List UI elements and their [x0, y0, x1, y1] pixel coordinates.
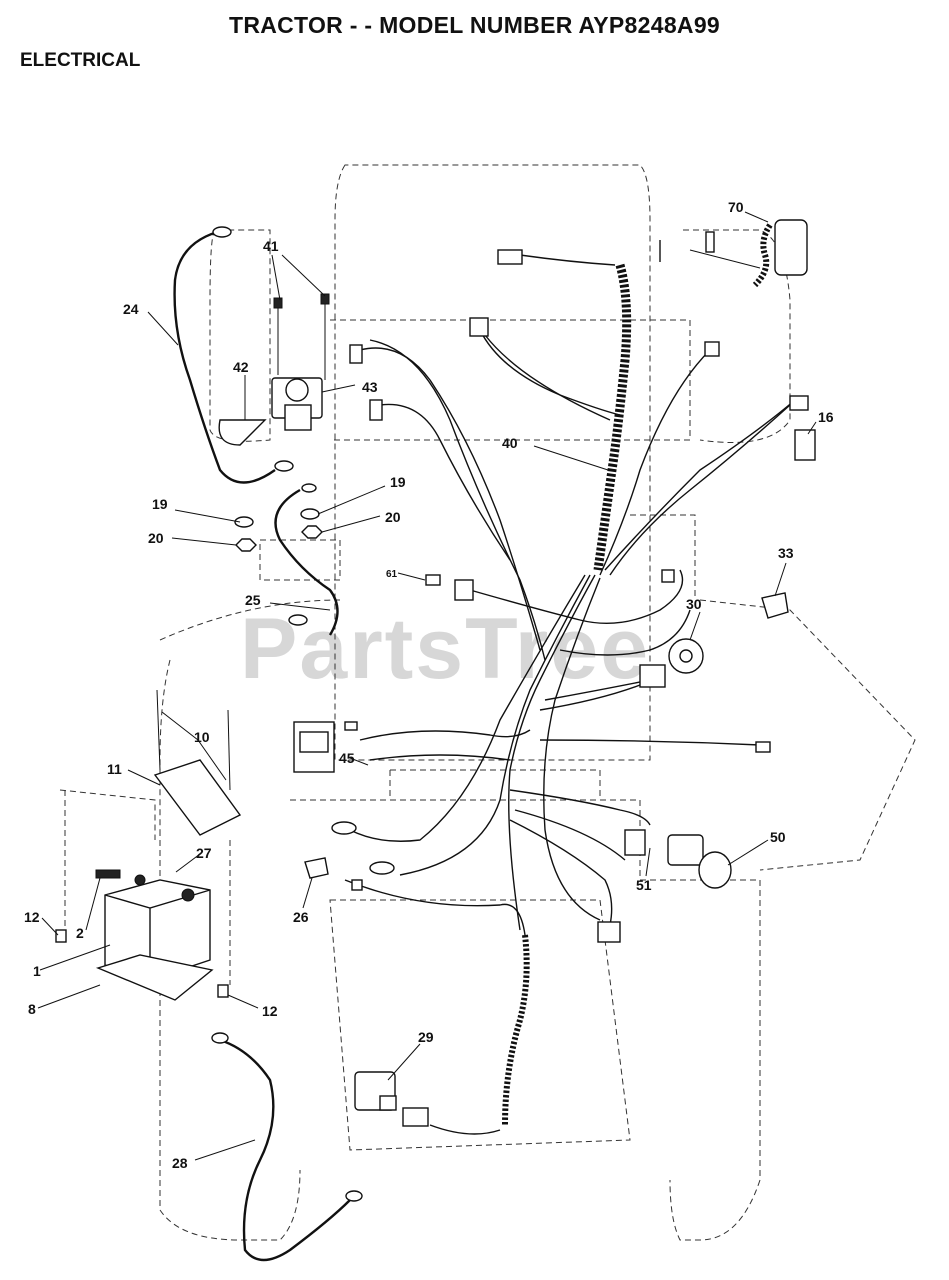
holddown-11: [153, 689, 242, 836]
tractor-outline: [59, 164, 916, 1241]
callout-42: 42: [233, 359, 249, 375]
cable-25: [274, 488, 339, 636]
callout-61: 61: [386, 569, 398, 580]
leader-lines: [37, 211, 817, 1161]
callout-30: 30: [686, 596, 702, 612]
callout-12a: 12: [24, 909, 40, 925]
callout-33: 33: [778, 545, 794, 561]
bolt-2: [95, 869, 121, 879]
coil-70: [752, 223, 773, 288]
part-26: [304, 857, 329, 879]
callout-20b: 20: [385, 509, 401, 525]
connectors: [344, 249, 809, 1127]
callout-43: 43: [362, 379, 378, 395]
callout-26: 26: [293, 909, 309, 925]
harness-coil-lower: [502, 934, 530, 1126]
callout-11: 11: [107, 761, 122, 777]
callout-51: 51: [636, 877, 652, 893]
part-70: [659, 219, 808, 276]
callout-19b: 19: [390, 474, 406, 490]
nut-12a: [55, 929, 67, 943]
callout-12b: 12: [262, 1003, 278, 1019]
cable-28: [219, 1038, 351, 1262]
callout-28: 28: [172, 1155, 188, 1171]
section-title: ELECTRICAL: [20, 50, 141, 71]
callout-24: 24: [123, 301, 139, 317]
callout-45: 45: [339, 750, 355, 766]
nut-12b: [217, 984, 229, 998]
callout-40: 40: [502, 435, 518, 451]
callout-27: 27: [196, 845, 212, 861]
callout-1: 1: [33, 963, 41, 979]
part-16: [794, 429, 816, 461]
callout-70: 70: [728, 199, 744, 215]
part-29: [354, 1071, 397, 1111]
ring-terminals: [211, 226, 395, 1202]
switch-50: [667, 834, 732, 889]
ignition-switch-30: [668, 638, 704, 674]
callout-25: 25: [245, 592, 261, 608]
callout-50: 50: [770, 829, 786, 845]
callout-10: 10: [194, 729, 210, 745]
page-title: TRACTOR - - MODEL NUMBER AYP8248A99: [228, 12, 721, 38]
callout-16: 16: [818, 409, 834, 425]
callout-20a: 20: [148, 530, 164, 546]
battery-tray-8: [95, 954, 214, 1001]
callout-19a: 19: [152, 496, 168, 512]
cable-24: [173, 228, 276, 484]
harness-coil-upper: [593, 263, 632, 571]
harness-wires: [344, 254, 796, 1135]
solenoid-43: [218, 293, 330, 446]
washers-nuts: [234, 483, 323, 552]
module-45: [293, 721, 335, 773]
watermark: PartsTree: [240, 601, 651, 697]
callout-41: 41: [263, 238, 279, 254]
callout-2: 2: [76, 925, 84, 941]
part-33: [761, 592, 789, 619]
callout-labels: 41 24 42 43 19 20 19 20 25 40 70 16 33 3…: [24, 199, 834, 1171]
callout-8: 8: [28, 1001, 36, 1017]
callout-29: 29: [418, 1029, 434, 1045]
